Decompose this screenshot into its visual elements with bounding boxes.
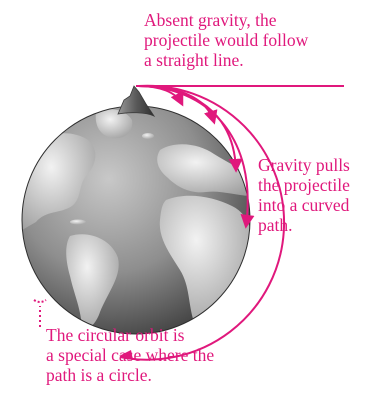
caption-gravity: Gravity pulls the projectile into a curv…: [258, 155, 350, 235]
caption-circular-orbit-3: path is a circle.: [46, 365, 214, 385]
iceland-island: [142, 133, 154, 139]
caribbean-island: [70, 220, 86, 225]
caption-gravity-1: Gravity pulls: [258, 155, 350, 175]
caption-straight-line-2: projectile would follow: [144, 30, 308, 50]
mountain-peak: [118, 86, 154, 116]
caption-circular-orbit-2: a special case where the: [46, 345, 214, 365]
caption-circular-orbit-1: The circular orbit is: [46, 325, 214, 345]
caption-straight-line-3: a straight line.: [144, 50, 308, 70]
caption-circular-orbit: The circular orbit is a special case whe…: [46, 325, 214, 385]
caption-gravity-2: the projectile: [258, 175, 350, 195]
caption-gravity-3: into a curved: [258, 195, 350, 215]
caption-gravity-4: path.: [258, 215, 350, 235]
caption-straight-line: Absent gravity, the projectile would fol…: [144, 10, 308, 70]
earth-globe: [22, 106, 254, 334]
orbit-pointer-tip: [34, 300, 46, 302]
caption-straight-line-1: Absent gravity, the: [144, 10, 308, 30]
